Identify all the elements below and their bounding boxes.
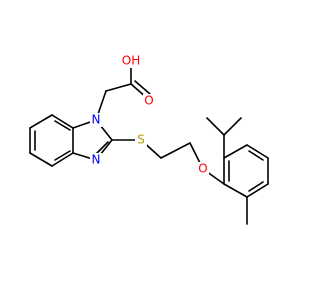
bond [105,83,132,92]
carbonyl-oxygen-label: O [144,94,153,108]
molecule-diagram: OH O N N S O [29,53,269,225]
bond [248,181,264,192]
sulfur-label: S [137,133,145,147]
bond [248,150,264,161]
atom-backdrop [90,153,102,167]
bond [29,152,53,167]
bond [160,142,191,159]
bond [246,183,269,198]
bond [54,120,71,131]
bond [29,114,53,129]
bond [134,80,151,95]
atom-backdrop [143,94,155,108]
atom-backdrop [121,54,141,68]
bond [54,150,71,161]
atom-backdrop [135,133,147,147]
bond [51,152,74,167]
bond [246,144,269,159]
bond [51,114,74,129]
bond [206,117,225,136]
structure-svg: OH O N N S O [29,54,269,225]
bond [223,183,248,198]
atom-backdrop [197,162,209,176]
bond [223,117,242,136]
nitrogen-3-label: N [92,153,101,167]
atom-backdrop [90,113,102,127]
hydroxyl-label: OH [122,54,140,68]
ether-oxygen-label: O [198,162,207,176]
bond [223,144,248,159]
nitrogen-1-label: N [92,113,101,127]
